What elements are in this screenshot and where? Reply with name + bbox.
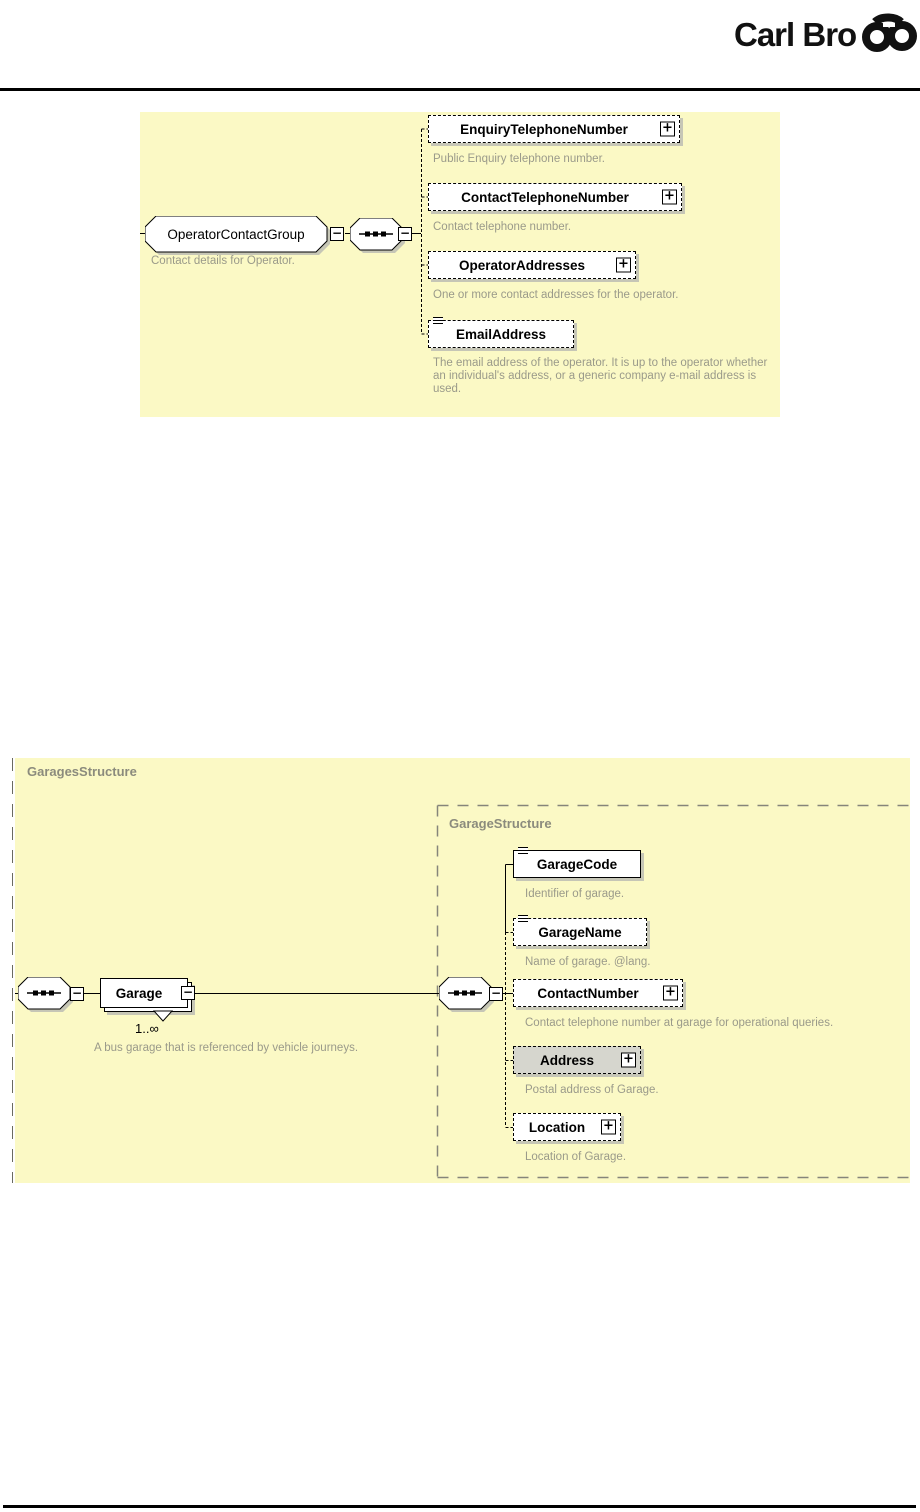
sequence-dot	[454, 990, 459, 996]
element-caption: One or more contact addresses for the op…	[433, 289, 679, 301]
expand-icon[interactable]: +	[621, 1052, 636, 1068]
element-caption: Contact telephone number.	[433, 221, 572, 233]
simple-type-icon	[518, 915, 528, 923]
element-box-contact-number[interactable]: ContactNumber +	[513, 979, 683, 1007]
sequence-dot	[365, 231, 370, 237]
element-caption: Name of garage. @lang.	[525, 956, 651, 968]
sequence-dot	[373, 231, 378, 237]
element-caption: Contact telephone number at garage for o…	[525, 1017, 834, 1029]
element-caption: The email address of the operator. It is…	[433, 357, 768, 395]
element-box-email-address[interactable]: EmailAddress	[428, 317, 574, 348]
sequence-dot	[41, 990, 46, 996]
element-box-garage[interactable]: Garage	[100, 978, 188, 1008]
expand-icon[interactable]: +	[660, 121, 675, 137]
element-label: ContactTelephoneNumber	[461, 189, 629, 205]
structure-title: GarageStructure	[449, 816, 552, 831]
element-caption: A bus garage that is referenced by vehic…	[94, 1042, 359, 1054]
element-box-address[interactable]: Address +	[513, 1046, 641, 1074]
connector-lines	[12, 758, 910, 1183]
garage-structure-frame	[436, 804, 910, 1179]
element-label: GarageName	[538, 924, 622, 940]
expand-icon[interactable]: +	[616, 257, 631, 273]
collapse-icon[interactable]: −	[489, 986, 503, 1001]
group-caption: Contact details for Operator.	[151, 255, 295, 267]
collapse-icon[interactable]: −	[398, 226, 412, 241]
repeat-indicator-icon	[153, 1010, 174, 1022]
expand-icon[interactable]: +	[663, 985, 678, 1001]
carl-bro-logo: Carl Bro	[734, 12, 919, 58]
carl-bro-symbol-icon	[862, 13, 918, 52]
sequence-compositor[interactable]	[349, 217, 408, 256]
element-caption: Public Enquiry telephone number.	[433, 153, 605, 165]
diagram-panel-garages-structure: GaragesStructure GarageStructure − Garag…	[12, 758, 910, 1183]
element-label: GarageCode	[536, 856, 618, 872]
element-label: Location	[528, 1119, 586, 1135]
group-node-shape	[144, 215, 328, 253]
sequence-dot	[49, 990, 54, 996]
collapse-icon[interactable]: −	[330, 226, 344, 241]
element-box-location[interactable]: Location +	[513, 1113, 621, 1141]
footer-rule	[3, 1505, 916, 1508]
group-node-label: OperatorContactGroup	[167, 226, 305, 242]
logo-text: Carl Bro	[734, 16, 857, 53]
diagram-panel-operator-contact-group: OperatorContactGroup − − Contact details…	[140, 112, 780, 417]
element-box-contact-telephone-number[interactable]: ContactTelephoneNumber +	[428, 183, 682, 211]
element-box-operator-addresses[interactable]: OperatorAddresses +	[428, 251, 636, 279]
element-label: OperatorAddresses	[458, 257, 586, 273]
element-caption: Location of Garage.	[525, 1151, 627, 1163]
sequence-compositor[interactable]	[438, 976, 497, 1015]
sequence-dot	[470, 990, 475, 996]
sequence-dot	[33, 990, 38, 996]
element-caption: Postal address of Garage.	[525, 1084, 659, 1096]
element-label: Garage	[115, 985, 163, 1001]
element-caption: Identifier of garage.	[525, 888, 625, 900]
element-box-garage-code[interactable]: GarageCode	[513, 847, 641, 878]
diagram-title: GaragesStructure	[27, 764, 137, 779]
element-label: EmailAddress	[455, 326, 547, 342]
element-label: ContactNumber	[537, 985, 639, 1001]
group-node-operator-contact-group[interactable]: OperatorContactGroup	[144, 215, 335, 258]
sequence-compositor[interactable]	[17, 976, 76, 1015]
multiplicity-label: 1..∞	[135, 1021, 159, 1036]
sequence-dot	[381, 231, 386, 237]
collapse-icon[interactable]: −	[70, 986, 84, 1001]
expand-icon[interactable]: +	[662, 189, 677, 205]
simple-type-icon	[433, 317, 443, 325]
sequence-dot	[462, 990, 467, 996]
element-box-enquiry-telephone-number[interactable]: EnquiryTelephoneNumber +	[428, 115, 680, 143]
element-box-garage-name[interactable]: GarageName	[513, 915, 647, 946]
header-rule	[0, 88, 920, 91]
collapse-icon[interactable]: −	[181, 985, 195, 1000]
simple-type-icon	[518, 847, 528, 855]
element-label: Address	[539, 1052, 595, 1068]
expand-icon[interactable]: +	[601, 1119, 616, 1135]
element-label: EnquiryTelephoneNumber	[460, 121, 628, 137]
